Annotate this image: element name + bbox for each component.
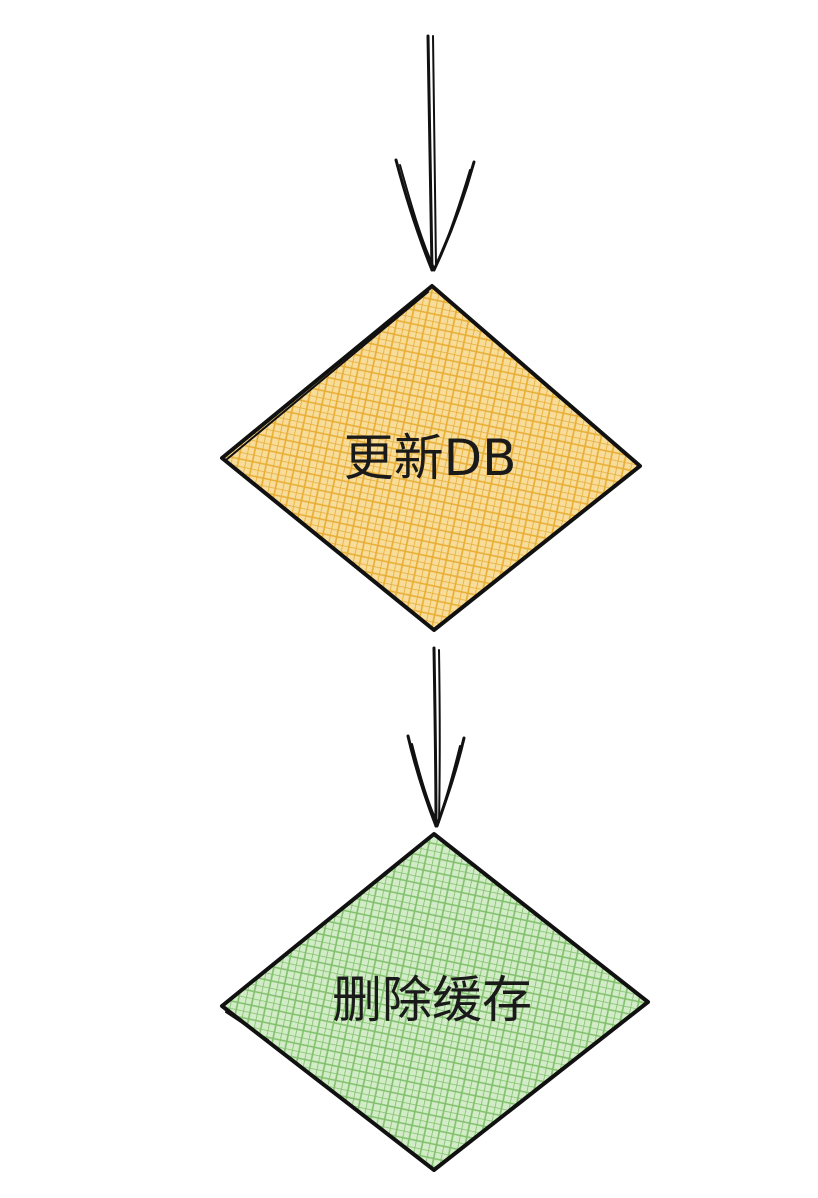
diamond-update-db-shape	[222, 286, 640, 630]
decision-update-db: 更新DB	[220, 284, 642, 632]
entry-arrow	[394, 34, 476, 272]
connector-arrow	[406, 646, 466, 828]
node-label-delete-cache: 删除缓存	[332, 971, 532, 1029]
node-label-update-db: 更新DB	[344, 429, 517, 487]
decision-delete-cache: 删除缓存	[220, 832, 650, 1172]
